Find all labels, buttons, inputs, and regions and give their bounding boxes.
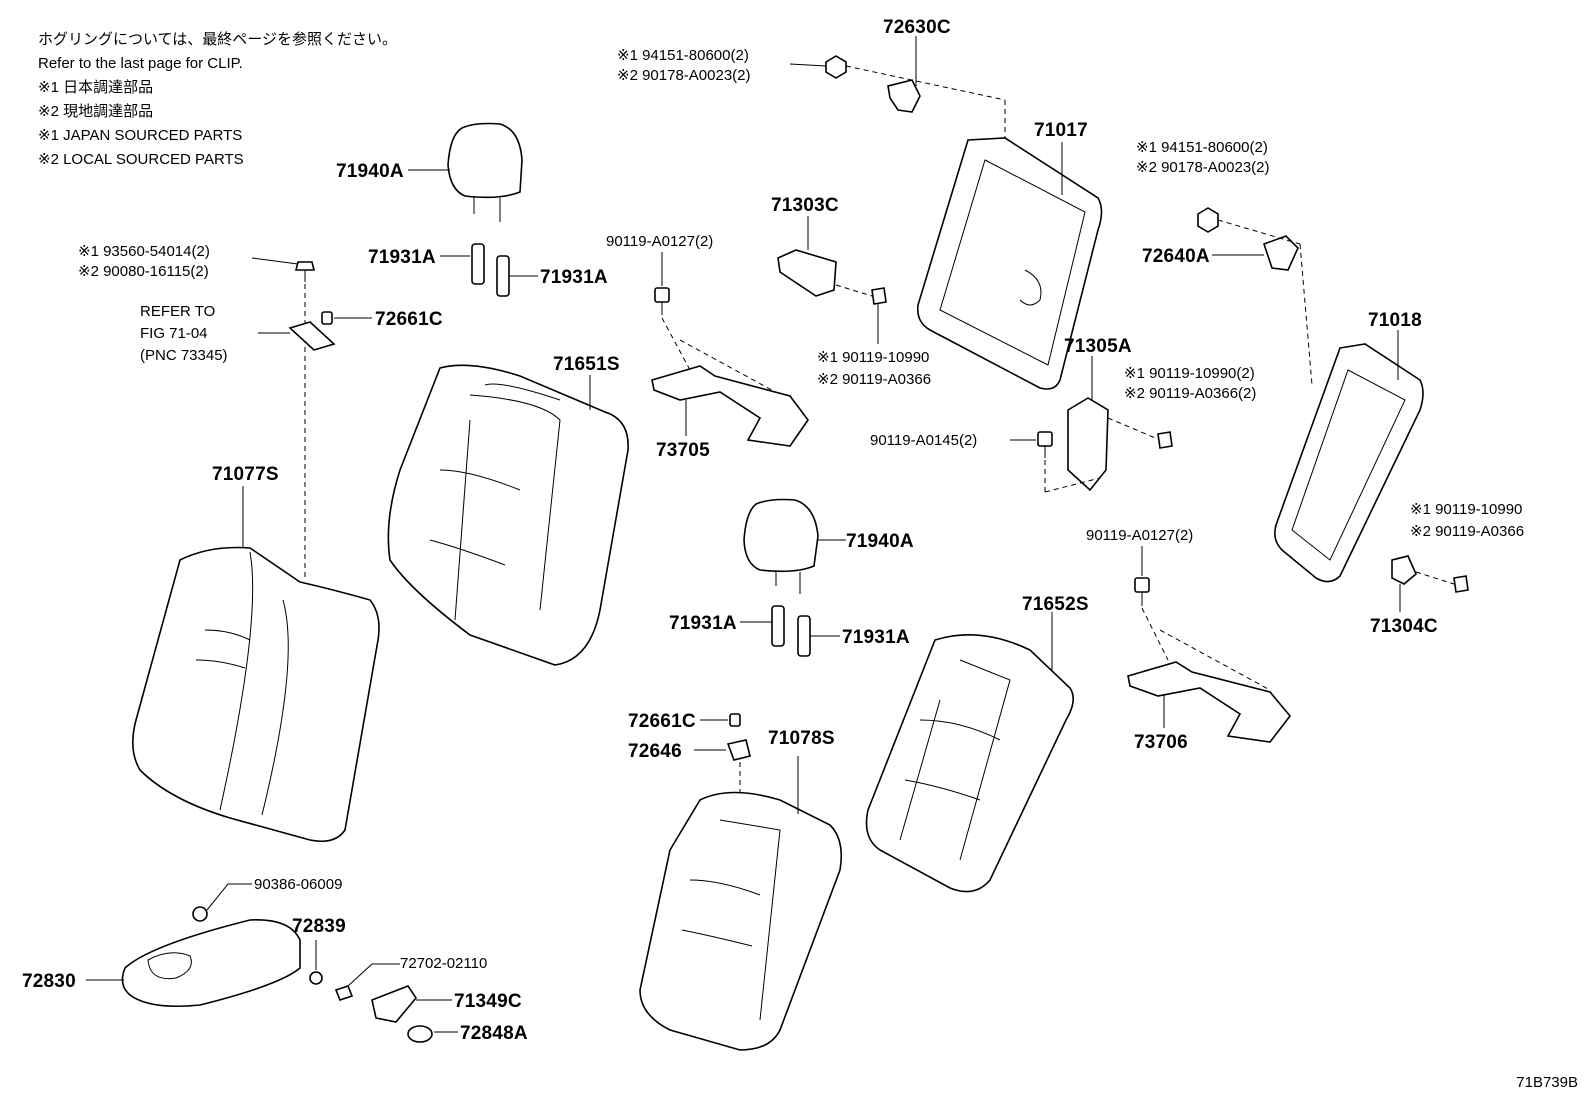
label-refer-3: (PNC 73345): [140, 347, 228, 364]
note-japan-sourced-en: ※1 JAPAN SOURCED PARTS: [38, 127, 243, 144]
label-72830: 72830: [22, 971, 76, 992]
clip-72646[interactable]: [726, 739, 751, 761]
label-71940A-mid: 71940A: [846, 531, 914, 552]
bolt-71304C[interactable]: [1453, 575, 1469, 593]
seatback-cover-71652S[interactable]: [865, 634, 1074, 893]
label-71931A-2: 71931A: [540, 267, 608, 288]
bolt-90119-A0127-mid[interactable]: [1134, 577, 1150, 606]
label-71304C-n2: ※2 90119-A0366: [1410, 523, 1524, 540]
bracket-71304C[interactable]: [1391, 555, 1417, 585]
headrest-guide-mid-right[interactable]: [797, 615, 811, 657]
bracket-71303C[interactable]: [777, 249, 837, 297]
label-71305A-n1: ※1 90119-10990(2): [1124, 365, 1255, 382]
bolt-90119-A0127-top[interactable]: [654, 287, 670, 315]
armrest-72830[interactable]: [121, 919, 301, 1008]
clip-72661C-mid[interactable]: [729, 713, 741, 727]
bracket-72640A[interactable]: [1262, 235, 1299, 271]
label-71305A: 71305A: [1064, 336, 1132, 357]
headrest-guide-top-left[interactable]: [471, 243, 485, 285]
label-refer-1: REFER TO: [140, 303, 215, 320]
label-73706: 73706: [1134, 732, 1188, 753]
label-72646: 72646: [628, 741, 682, 762]
cushion-90386[interactable]: [192, 906, 208, 922]
hinge-73705[interactable]: [651, 365, 809, 447]
screw-72702[interactable]: [334, 985, 354, 1001]
headrest-guide-top-right[interactable]: [496, 255, 510, 297]
label-71078S: 71078S: [768, 728, 835, 749]
label-72661C-top: 72661C: [375, 309, 443, 330]
seatback-pad-left[interactable]: [132, 546, 380, 843]
seatback-frame-71017[interactable]: [916, 137, 1103, 390]
headrest-mid[interactable]: [743, 498, 819, 595]
label-refer-2: FIG 71-04: [140, 325, 208, 342]
seatback-pad-71078S[interactable]: [639, 791, 843, 1051]
label-71077S: 71077S: [212, 464, 279, 485]
label-71304C: 71304C: [1370, 616, 1438, 637]
bracket-71349C[interactable]: [371, 985, 417, 1023]
label-90119-A0127-mid: 90119-A0127(2): [1086, 527, 1193, 544]
label-73705: 73705: [656, 440, 710, 461]
seatback-cover-71651S[interactable]: [387, 364, 629, 666]
label-71931A-4: 71931A: [842, 627, 910, 648]
label-72640A: 72640A: [1142, 246, 1210, 267]
label-72630C-n2: ※2 90178-A0023(2): [617, 67, 751, 84]
cushion-72839[interactable]: [309, 971, 323, 985]
bracket-refer[interactable]: [288, 321, 336, 351]
label-90386: 90386-06009: [254, 876, 342, 893]
label-71931A-1: 71931A: [368, 247, 436, 268]
label-93560-n2: ※2 90080-16115(2): [78, 263, 209, 280]
label-90119-A0366-n2: ※2 90119-A0366: [817, 371, 931, 388]
label-71018: 71018: [1368, 310, 1422, 331]
headrest-guide-mid-left[interactable]: [771, 605, 785, 647]
seatback-frame-71018[interactable]: [1274, 343, 1424, 583]
label-71349C: 71349C: [454, 991, 522, 1012]
headrest-top[interactable]: [447, 122, 523, 223]
label-72640A-n2: ※2 90178-A0023(2): [1136, 159, 1270, 176]
bolt-71303C[interactable]: [871, 287, 887, 305]
label-90119-A0145: 90119-A0145(2): [870, 432, 977, 449]
label-71652S: 71652S: [1022, 594, 1089, 615]
note-hog-ring-en: Refer to the last page for CLIP.: [38, 55, 243, 72]
label-72839: 72839: [292, 916, 346, 937]
figure-code: 71B739B: [1516, 1074, 1578, 1091]
bolt-90119-A0145[interactable]: [1037, 431, 1053, 458]
label-71303C: 71303C: [771, 195, 839, 216]
label-71304C-n1: ※1 90119-10990: [1410, 501, 1522, 518]
nut-72630C-top[interactable]: [825, 55, 847, 79]
clip-72661C-top[interactable]: [321, 311, 333, 325]
label-72661C-mid: 72661C: [628, 711, 696, 732]
label-71931A-3: 71931A: [669, 613, 737, 634]
bracket-71305A[interactable]: [1067, 397, 1109, 492]
label-72630C: 72630C: [883, 17, 951, 38]
bracket-72630C[interactable]: [887, 79, 921, 113]
hinge-73706[interactable]: [1127, 661, 1292, 743]
bolt-71305A[interactable]: [1157, 431, 1173, 449]
label-93560-n1: ※1 93560-54014(2): [78, 243, 210, 260]
label-72640A-n1: ※1 94151-80600(2): [1136, 139, 1268, 156]
label-71017: 71017: [1034, 120, 1088, 141]
label-71305A-n2: ※2 90119-A0366(2): [1124, 385, 1256, 402]
label-90119-A0127-top: 90119-A0127(2): [606, 233, 713, 250]
nut-72640A[interactable]: [1197, 207, 1219, 233]
label-90119-10990-n1: ※1 90119-10990: [817, 349, 929, 366]
note-hog-ring-jp: ホグリングについては、最終ページを参照ください。: [38, 31, 397, 48]
notes-block: ホグリングについては、最終ページを参照ください。 Refer to the la…: [38, 28, 397, 172]
label-72702: 72702-02110: [400, 955, 487, 972]
label-71940A-top: 71940A: [336, 161, 404, 182]
label-72848A: 72848A: [460, 1023, 528, 1044]
label-71651S: 71651S: [553, 354, 620, 375]
note-japan-sourced-jp: ※1 日本調達部品: [38, 79, 154, 96]
cap-72848A[interactable]: [407, 1025, 433, 1043]
screw-93560[interactable]: [294, 261, 316, 282]
label-72630C-n1: ※1 94151-80600(2): [617, 47, 749, 64]
note-local-sourced-en: ※2 LOCAL SOURCED PARTS: [38, 151, 244, 168]
note-local-sourced-jp: ※2 現地調達部品: [38, 103, 154, 120]
